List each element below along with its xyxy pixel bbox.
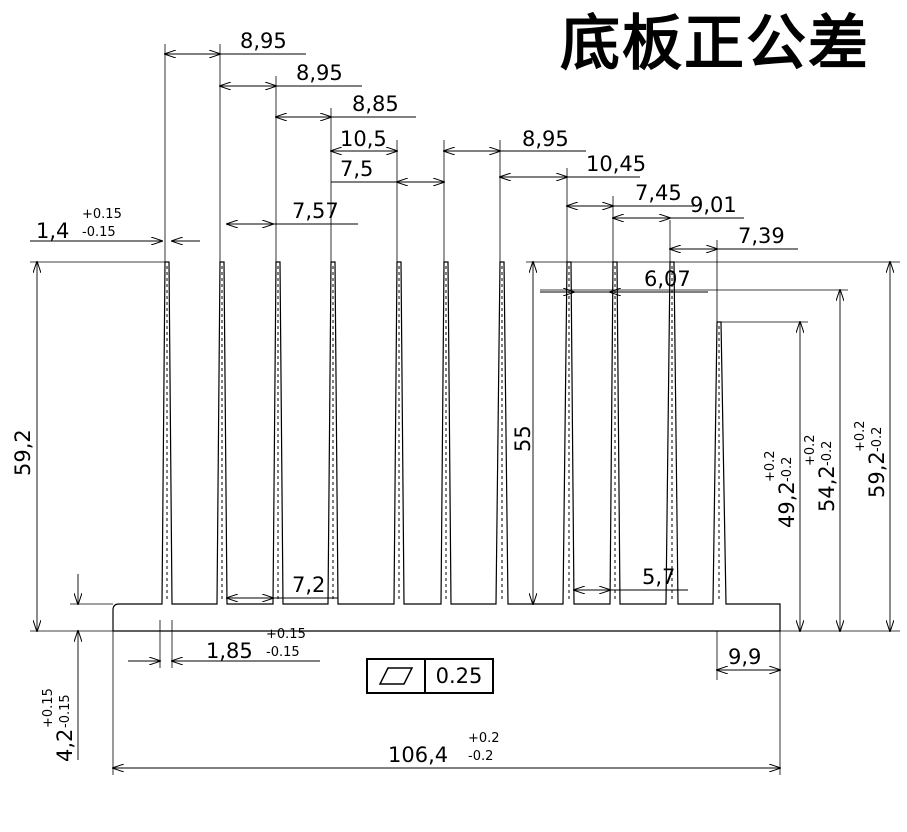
label-height-2-lower: -0.2 bbox=[820, 441, 835, 466]
label-pitch-5: 7,5 bbox=[340, 157, 373, 181]
label-overall-width-lower: -0.2 bbox=[468, 749, 493, 764]
label-pitch-10: 7,39 bbox=[738, 224, 785, 248]
label-fin-tip-upper: +0.15 bbox=[82, 207, 122, 222]
label-overall-width-upper: +0.2 bbox=[468, 731, 500, 746]
label-height-left: 59,2 bbox=[11, 429, 35, 476]
label-edge-right: 9,9 bbox=[728, 645, 761, 669]
label-pitch-7: 10,45 bbox=[586, 152, 646, 176]
label-height-2-upper: +0.2 bbox=[803, 434, 818, 466]
label-pitch-3: 8,85 bbox=[352, 92, 399, 116]
label-pitch-1: 8,95 bbox=[240, 29, 287, 53]
drawing-title: 底板正公差 bbox=[560, 9, 870, 79]
label-pitch-9: 9,01 bbox=[690, 193, 737, 217]
label-height-1: 49,2 bbox=[775, 481, 799, 528]
flatness-tolerance-frame: 0.25 bbox=[366, 658, 494, 694]
label-gap-72: 7,2 bbox=[292, 573, 325, 597]
dimension-lines bbox=[30, 54, 890, 768]
label-base-upper: +0.15 bbox=[41, 688, 56, 728]
label-height-1-lower: -0.2 bbox=[780, 457, 795, 482]
label-height-3-lower: -0.2 bbox=[870, 427, 885, 452]
label-base: 4,2 bbox=[53, 729, 77, 762]
label-pitch-6: 8,95 bbox=[522, 127, 569, 151]
label-fin-root: 1,85 bbox=[206, 639, 253, 663]
label-height-2: 54,2 bbox=[815, 465, 839, 512]
label-fin-root-lower: -0.15 bbox=[266, 645, 300, 660]
label-gap-607: 6,07 bbox=[644, 267, 691, 291]
label-pitch-4: 10,5 bbox=[340, 127, 387, 151]
label-pitch-2: 8,95 bbox=[296, 61, 343, 85]
label-gap-57: 5,7 bbox=[642, 565, 675, 589]
label-height-1-upper: +0.2 bbox=[763, 450, 778, 482]
label-fin-height: 55 bbox=[511, 425, 535, 452]
label-fin-tip-lower: -0.15 bbox=[82, 225, 116, 240]
label-overall-width: 106,4 bbox=[388, 743, 448, 767]
label-height-3-upper: +0.2 bbox=[853, 420, 868, 452]
label-pitch-8: 7,45 bbox=[635, 181, 682, 205]
dimension-labels: 8,95 8,95 8,85 10,5 7,5 8,95 10,45 7,45 … bbox=[11, 29, 889, 767]
label-base-lower: -0.15 bbox=[58, 694, 73, 728]
label-fin-tip: 1,4 bbox=[36, 219, 69, 243]
flatness-icon bbox=[368, 660, 426, 692]
flatness-value: 0.25 bbox=[435, 664, 483, 688]
label-gap-757: 7,57 bbox=[292, 199, 339, 223]
label-fin-root-upper: +0.15 bbox=[266, 627, 306, 642]
fin-hatching bbox=[166, 266, 720, 602]
label-height-3: 59,2 bbox=[865, 451, 889, 498]
